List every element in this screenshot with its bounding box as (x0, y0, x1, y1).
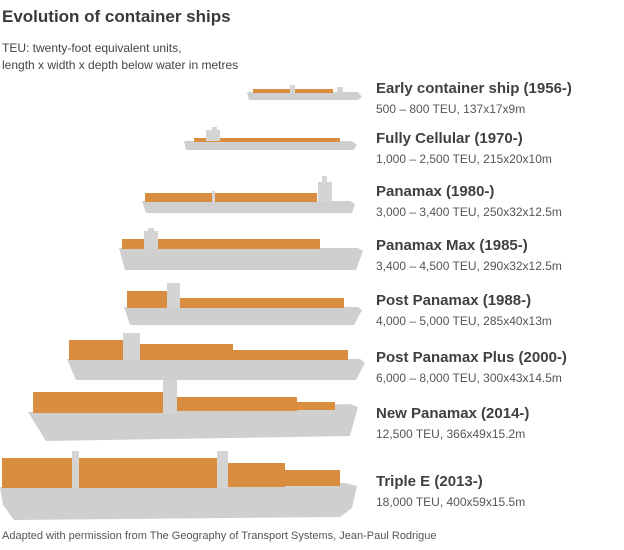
cargo (180, 298, 344, 308)
hull (247, 92, 362, 100)
ship-spec: 4,000 – 5,000 TEU, 285x40x13m (376, 314, 552, 328)
ship-spec: 500 – 800 TEU, 137x17x9m (376, 102, 526, 116)
hull (28, 404, 358, 441)
ship-name: Panamax (1980-) (376, 183, 495, 200)
subtitle-line-2: length x width x depth below water in me… (2, 58, 239, 72)
ship-panamax (142, 176, 355, 213)
ship-name: Panamax Max (1985-) (376, 237, 528, 254)
cargo (122, 239, 320, 249)
superstructure (148, 228, 154, 232)
hull (0, 483, 357, 520)
ship-label: Post Panamax (1988-) 4,000 – 5,000 TEU, … (376, 292, 622, 330)
ship-new-panamax (28, 380, 358, 441)
cargo (2, 458, 72, 488)
cargo (79, 458, 217, 488)
page-title: Evolution of container ships (2, 7, 231, 26)
ship-spec: 1,000 – 2,500 TEU, 215x20x10m (376, 152, 552, 166)
hull (67, 359, 365, 380)
ship-spec: 3,400 – 4,500 TEU, 290x32x12.5m (376, 259, 562, 273)
ship-label: Fully Cellular (1970-) 1,000 – 2,500 TEU… (376, 130, 622, 168)
superstructure (206, 130, 220, 141)
superstructure (318, 182, 332, 202)
ship-name: Fully Cellular (1970-) (376, 130, 523, 147)
ship-post-panamax (124, 283, 362, 325)
cargo (228, 463, 285, 487)
ship-label: Early container ship (1956-) 500 – 800 T… (376, 80, 622, 118)
cargo (194, 138, 340, 142)
cargo (127, 291, 167, 308)
cargo (177, 397, 297, 411)
ship-label: Panamax (1980-) 3,000 – 3,400 TEU, 250x3… (376, 183, 622, 221)
ship-name: Early container ship (1956-) (376, 80, 572, 97)
ship-triple-e (0, 451, 357, 520)
ship-spec: 3,000 – 3,400 TEU, 250x32x12.5m (376, 205, 562, 219)
ship-fully-cellular (184, 127, 357, 150)
cargo (145, 193, 317, 202)
ship-name: Post Panamax Plus (2000-) (376, 349, 567, 366)
ship-name: Triple E (2013-) (376, 473, 483, 490)
ship-label: Post Panamax Plus (2000-) 6,000 – 8,000 … (376, 349, 622, 387)
cargo (297, 402, 335, 410)
superstructure (72, 451, 79, 488)
ship-post-panamax-plus (67, 333, 365, 380)
hull (124, 307, 362, 325)
hull (184, 141, 357, 150)
ship-spec: 12,500 TEU, 366x49x15.2m (376, 427, 526, 441)
superstructure (337, 87, 343, 93)
superstructure (217, 451, 228, 488)
ship-label: Panamax Max (1985-) 3,400 – 4,500 TEU, 2… (376, 237, 622, 275)
cargo (285, 470, 340, 486)
cargo (140, 344, 233, 360)
superstructure (290, 85, 295, 93)
superstructure (144, 231, 158, 249)
hull (142, 201, 355, 213)
cargo (233, 350, 348, 360)
ship-label: Triple E (2013-) 18,000 TEU, 400x59x15.5… (376, 473, 622, 511)
ship-early-container (247, 85, 362, 100)
superstructure (167, 283, 180, 308)
subtitle: TEU: twenty-foot equivalent units, lengt… (2, 40, 238, 74)
cargo (69, 340, 123, 360)
ship-spec: 18,000 TEU, 400x59x15.5m (376, 495, 526, 509)
subtitle-line-1: TEU: twenty-foot equivalent units, (2, 41, 182, 55)
superstructure (123, 333, 140, 360)
superstructure (322, 176, 327, 183)
cargo (33, 392, 163, 413)
hull (119, 248, 363, 270)
ship-spec: 6,000 – 8,000 TEU, 300x43x14.5m (376, 371, 562, 385)
superstructure (163, 380, 177, 414)
ship-label: New Panamax (2014-) 12,500 TEU, 366x49x1… (376, 405, 622, 443)
superstructure (212, 191, 215, 203)
ship-name: Post Panamax (1988-) (376, 292, 532, 309)
ship-name: New Panamax (2014-) (376, 405, 530, 422)
source-credit: Adapted with permission from The Geograp… (2, 530, 437, 542)
ship-panamax-max (119, 228, 363, 270)
superstructure (212, 127, 217, 131)
